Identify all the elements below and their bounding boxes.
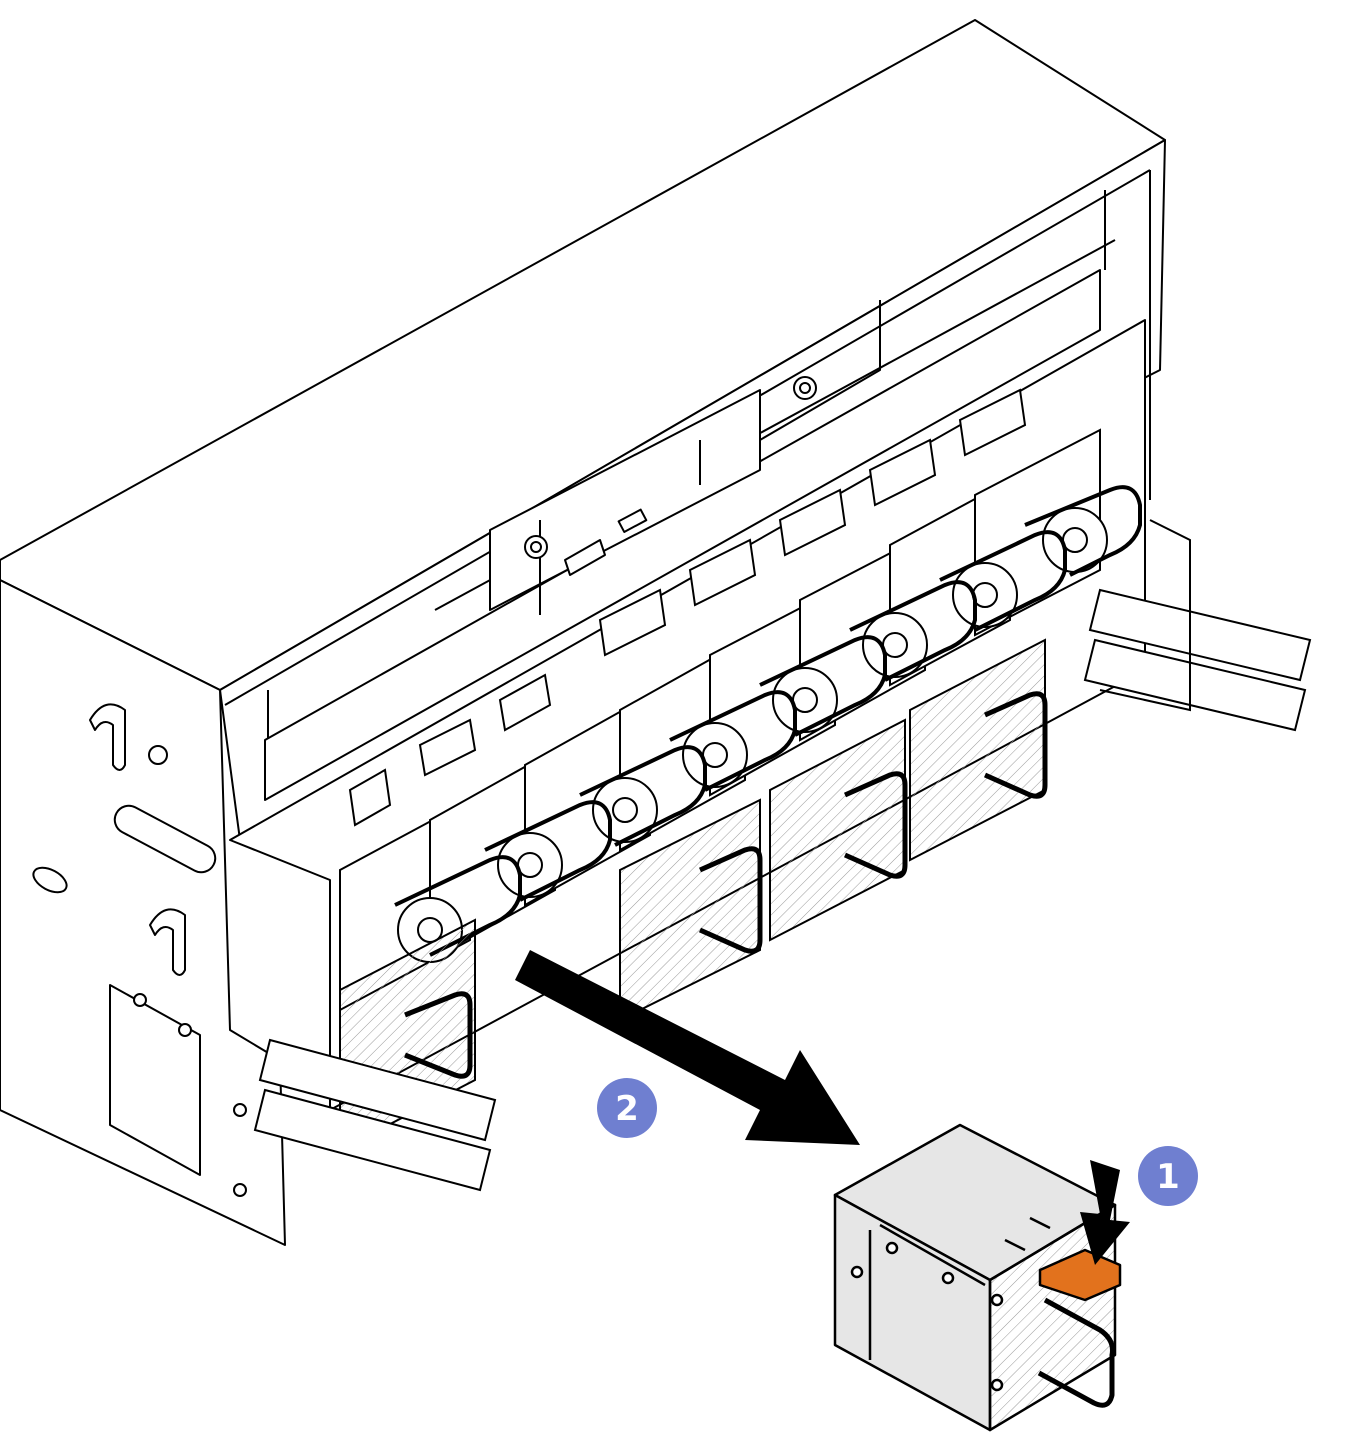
- release-tab: [1038, 1248, 1122, 1302]
- power-cord: [1088, 588, 1312, 682]
- removed-psu-handle: [1037, 1297, 1115, 1408]
- psu-latch: [498, 673, 552, 732]
- power-cord: [253, 1088, 492, 1192]
- psu-handle: [698, 846, 763, 954]
- callout-step-1-label: 1: [1156, 1157, 1180, 1197]
- psu-latch: [868, 438, 937, 507]
- callout-step-1: 1: [1138, 1146, 1198, 1206]
- psu-latch: [958, 388, 1027, 457]
- psu-handle: [939, 530, 1067, 632]
- psu-handle: [983, 691, 1048, 799]
- psu-latch: [348, 768, 392, 827]
- psu-latch: [418, 718, 477, 777]
- press-down-arrow-icon: [1080, 1160, 1130, 1265]
- vga-port: [564, 539, 606, 576]
- power-cord: [258, 1038, 497, 1142]
- psu-handle: [759, 635, 887, 737]
- psu-latch: [778, 488, 847, 557]
- callout-step-2-label: 2: [615, 1089, 639, 1129]
- power-cord: [1083, 638, 1307, 732]
- server-chassis: [0, 19, 1166, 1246]
- side-hook-upper: [89, 703, 126, 771]
- installed-psu-row: [339, 388, 1142, 1012]
- rack-ear: [109, 984, 201, 1176]
- side-hook-lower: [149, 908, 186, 976]
- chassis-io-module: [489, 389, 761, 611]
- psu-latch: [688, 538, 757, 607]
- psu-handle: [579, 745, 707, 847]
- psu-handle: [394, 855, 522, 957]
- callout-step-2: 2: [597, 1078, 657, 1138]
- removed-psu: [833, 1123, 1122, 1432]
- psu-handle: [843, 771, 908, 879]
- usb-port: [617, 508, 648, 533]
- psu-handle: [1024, 485, 1142, 577]
- psu-handle: [404, 991, 473, 1079]
- side-slot: [113, 804, 217, 874]
- psu-latch: [598, 588, 667, 657]
- psu-handle: [669, 690, 797, 792]
- psu-handle: [484, 800, 612, 902]
- lower-psu: [619, 798, 761, 1022]
- psu-handle: [849, 580, 977, 682]
- power-cords: [253, 519, 1312, 1192]
- pull-out-arrow-icon: [515, 950, 860, 1145]
